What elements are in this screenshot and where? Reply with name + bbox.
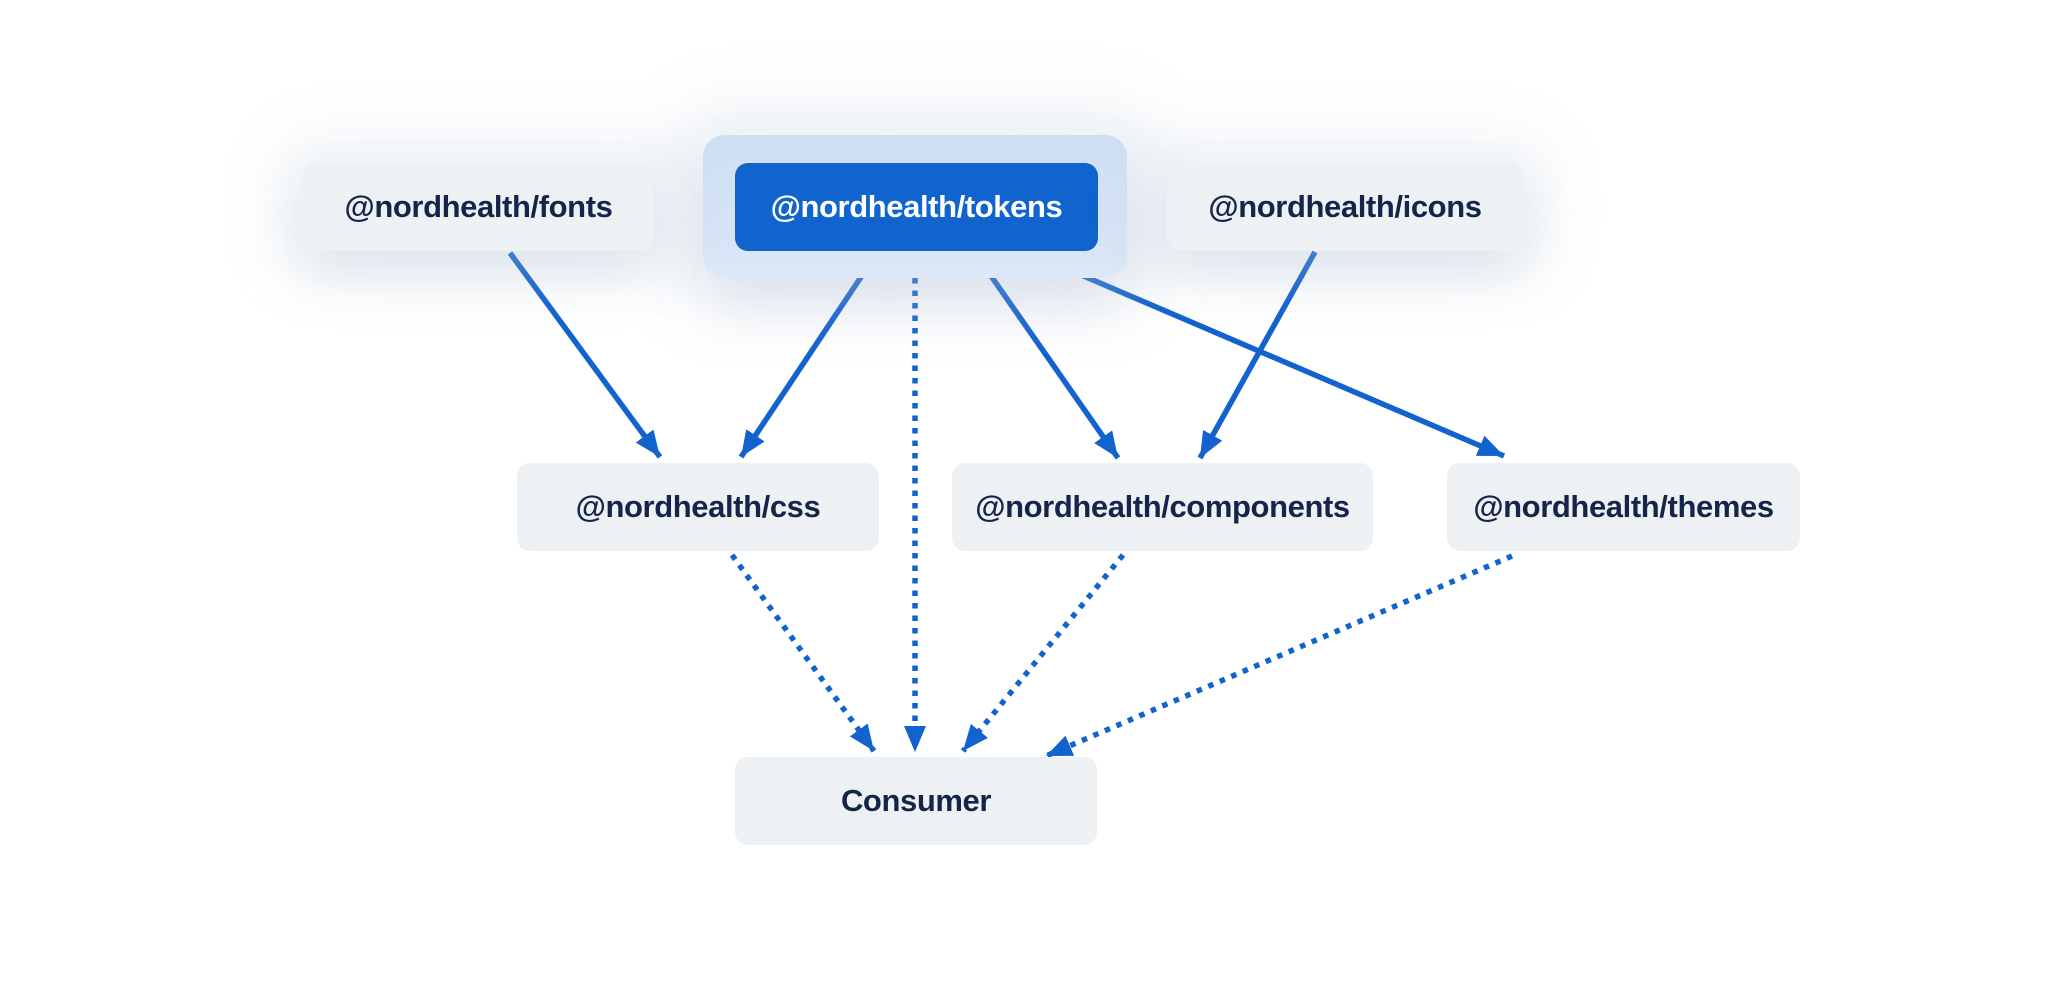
edge-tokens-themes [1028, 250, 1506, 459]
edge-css-consumer [729, 553, 877, 753]
node-label-themes: @nordhealth/themes [1473, 489, 1774, 524]
edge-tokens-components [972, 251, 1121, 460]
node-label-components: @nordhealth/components [975, 489, 1350, 524]
node-themes[interactable]: @nordhealth/themes [1447, 463, 1800, 551]
edge-icons-components [1197, 250, 1318, 460]
node-components[interactable]: @nordhealth/components [952, 463, 1373, 551]
edge-themes-consumer [1044, 553, 1514, 759]
edge-tokens-css [738, 251, 880, 459]
node-label-consumer: Consumer [840, 783, 992, 818]
edge-fonts-css [507, 251, 663, 459]
node-fonts[interactable]: @nordhealth/fonts [303, 163, 654, 251]
node-label-icons: @nordhealth/icons [1208, 189, 1482, 224]
node-css[interactable]: @nordhealth/css [517, 463, 879, 551]
node-consumer[interactable]: Consumer [735, 757, 1097, 845]
edge-components-consumer [960, 553, 1126, 753]
node-icons[interactable]: @nordhealth/icons [1167, 163, 1523, 251]
node-label-css: @nordhealth/css [575, 489, 821, 524]
node-label-fonts: @nordhealth/fonts [344, 189, 613, 224]
node-label-tokens: @nordhealth/tokens [770, 189, 1063, 224]
node-tokens[interactable]: @nordhealth/tokens [735, 163, 1098, 251]
